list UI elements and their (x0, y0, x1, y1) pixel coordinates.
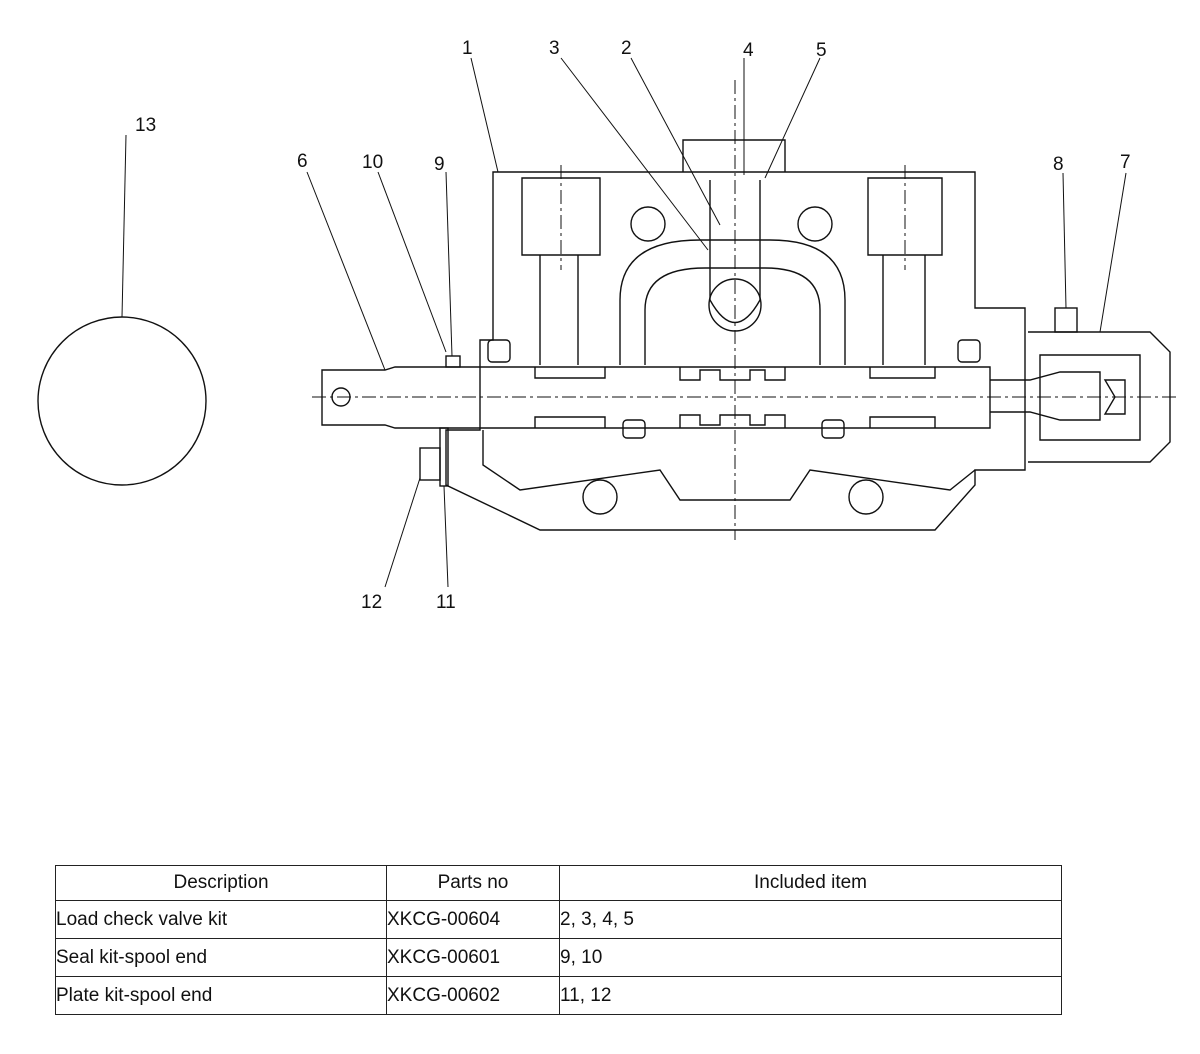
callout-12: 12 (361, 592, 382, 613)
part-11-plate (439, 427, 449, 487)
table-row: Seal kit-spool end XKCG-00601 9, 10 (55, 938, 1062, 977)
leader-lines (121, 57, 1127, 588)
part-12-bolt (419, 447, 441, 481)
callout-7: 7 (1120, 152, 1131, 173)
callout-1: 1 (462, 38, 473, 59)
cell-description: Plate kit-spool end (55, 976, 387, 1015)
valve-body (445, 139, 1026, 531)
table-header-row: Description Parts no Included item (55, 865, 1062, 901)
callout-5: 5 (816, 40, 827, 61)
cell-included-item: 2, 3, 4, 5 (559, 900, 1062, 939)
cell-included-item: 11, 12 (559, 976, 1062, 1015)
callout-8: 8 (1053, 154, 1064, 175)
callout-4: 4 (743, 40, 754, 61)
callout-2: 2 (621, 38, 632, 59)
callout-6: 6 (297, 151, 308, 172)
header-description: Description (55, 865, 387, 901)
table-row: Plate kit-spool end XKCG-00602 11, 12 (55, 976, 1062, 1015)
parts-kit-table: Description Parts no Included item Load … (55, 865, 1062, 1015)
cell-parts-no: XKCG-00604 (386, 900, 560, 939)
cell-parts-no: XKCG-00601 (386, 938, 560, 977)
callout-9: 9 (434, 154, 445, 175)
part-9-seal (445, 355, 461, 368)
cell-description: Load check valve kit (55, 900, 387, 939)
part-13-ball (37, 316, 207, 486)
table-row: Load check valve kit XKCG-00604 2, 3, 4,… (55, 900, 1062, 939)
callout-11: 11 (436, 592, 456, 613)
header-included-item: Included item (559, 865, 1062, 901)
end-cover (990, 307, 1171, 463)
callout-10: 10 (362, 152, 383, 173)
header-parts-no: Parts no (386, 865, 560, 901)
cell-parts-no: XKCG-00602 (386, 976, 560, 1015)
cell-included-item: 9, 10 (559, 938, 1062, 977)
valve-section-diagram: 1 2 3 4 5 6 7 8 9 10 11 12 13 (37, 38, 1180, 613)
callout-3: 3 (549, 38, 560, 59)
callout-13: 13 (135, 115, 156, 136)
cell-description: Seal kit-spool end (55, 938, 387, 977)
